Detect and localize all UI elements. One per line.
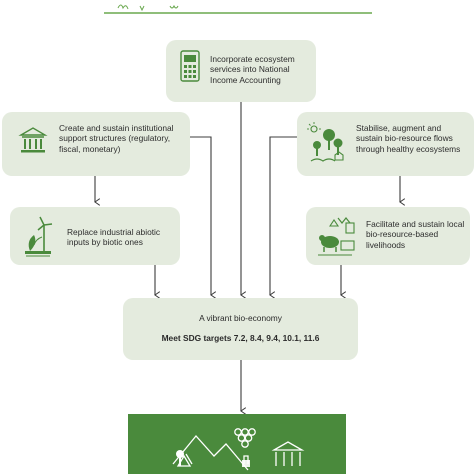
box-accounting-text: Incorporate ecosystem services into Nati… (210, 54, 295, 85)
box-biotic-text: Replace industrial abiotic inputs by bio… (67, 227, 161, 248)
box-accounting: Incorporate ecosystem services into Nati… (166, 40, 316, 102)
box-bioresource-text: Stabilise, augment and sustain bio-resou… (356, 123, 461, 154)
outcome-title: A vibrant bio-economy (199, 313, 282, 323)
box-livelihoods-text: Facilitate and sustain local bio-resourc… (366, 219, 465, 250)
box-outcome: A vibrant bio-economy Meet SDG targets 7… (123, 298, 358, 360)
arrow-bioresource-to-outcome (270, 136, 297, 295)
box-institutional: Create and sustain institutional support… (2, 112, 190, 176)
calculator-icon (180, 50, 200, 82)
box-institutional-text: Create and sustain institutional support… (59, 123, 174, 154)
wind-turbine-plant-icon (25, 216, 53, 257)
top-illustration (104, 4, 372, 14)
box-bioresource: Stabilise, augment and sustain bio-resou… (297, 112, 474, 176)
ecosystem-icon (307, 122, 344, 162)
landscape-icon (172, 428, 305, 471)
arrow-institutional-to-outcome (190, 136, 211, 295)
box-biotic: Replace industrial abiotic inputs by bio… (10, 207, 180, 265)
livelihood-icon (318, 217, 355, 256)
outcome-banner (128, 414, 346, 474)
institution-building-icon (18, 127, 48, 153)
box-livelihoods: Facilitate and sustain local bio-resourc… (306, 207, 470, 265)
outcome-targets: Meet SDG targets 7.2, 8.4, 9.4, 10.1, 11… (161, 333, 320, 343)
